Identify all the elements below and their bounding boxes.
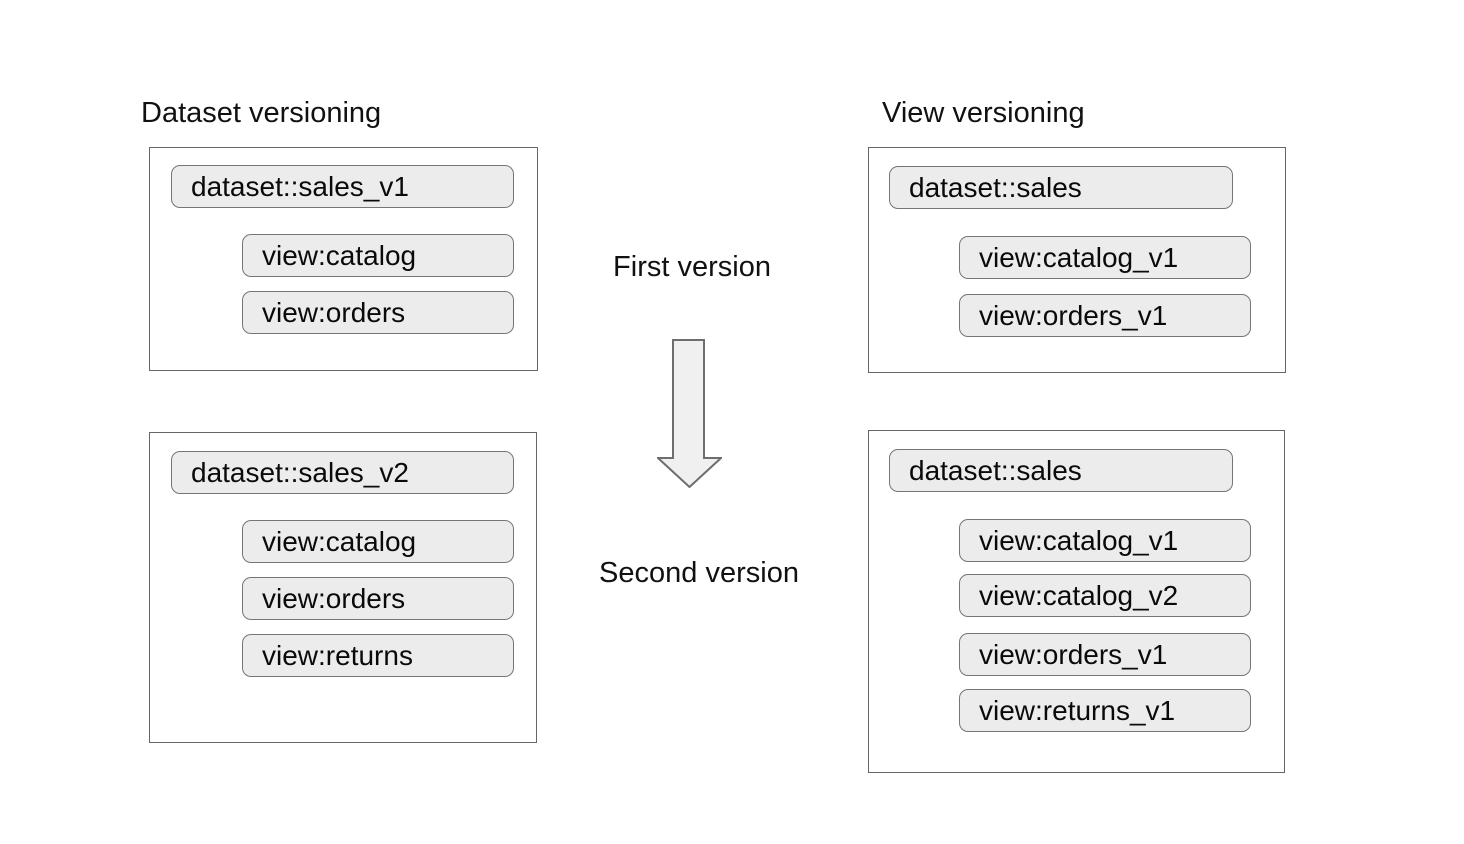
view-pill: view:catalog bbox=[242, 520, 514, 563]
view-versioning-first-box: dataset::sales view:catalog_v1 view:orde… bbox=[868, 147, 1286, 373]
view-versioning-second-box: dataset::sales view:catalog_v1 view:cata… bbox=[868, 430, 1285, 773]
view-pill: view:orders bbox=[242, 291, 514, 334]
dataset-pill: dataset::sales bbox=[889, 166, 1233, 209]
dataset-pill: dataset::sales_v1 bbox=[171, 165, 514, 208]
first-version-label: First version bbox=[613, 251, 771, 283]
view-pill: view:catalog_v1 bbox=[959, 236, 1251, 279]
view-versioning-title: View versioning bbox=[882, 97, 1085, 129]
view-pill: view:orders bbox=[242, 577, 514, 620]
down-arrow-icon bbox=[655, 339, 724, 489]
dataset-pill: dataset::sales_v2 bbox=[171, 451, 514, 494]
view-pill: view:catalog_v2 bbox=[959, 574, 1251, 617]
view-pill: view:orders_v1 bbox=[959, 633, 1251, 676]
view-pill: view:returns bbox=[242, 634, 514, 677]
dataset-versioning-first-box: dataset::sales_v1 view:catalog view:orde… bbox=[149, 147, 538, 371]
dataset-versioning-second-box: dataset::sales_v2 view:catalog view:orde… bbox=[149, 432, 537, 743]
view-pill: view:catalog_v1 bbox=[959, 519, 1251, 562]
dataset-versioning-title: Dataset versioning bbox=[141, 97, 382, 129]
dataset-pill: dataset::sales bbox=[889, 449, 1233, 492]
view-pill: view:orders_v1 bbox=[959, 294, 1251, 337]
second-version-label: Second version bbox=[599, 557, 799, 589]
view-pill: view:returns_v1 bbox=[959, 689, 1251, 732]
view-pill: view:catalog bbox=[242, 234, 514, 277]
